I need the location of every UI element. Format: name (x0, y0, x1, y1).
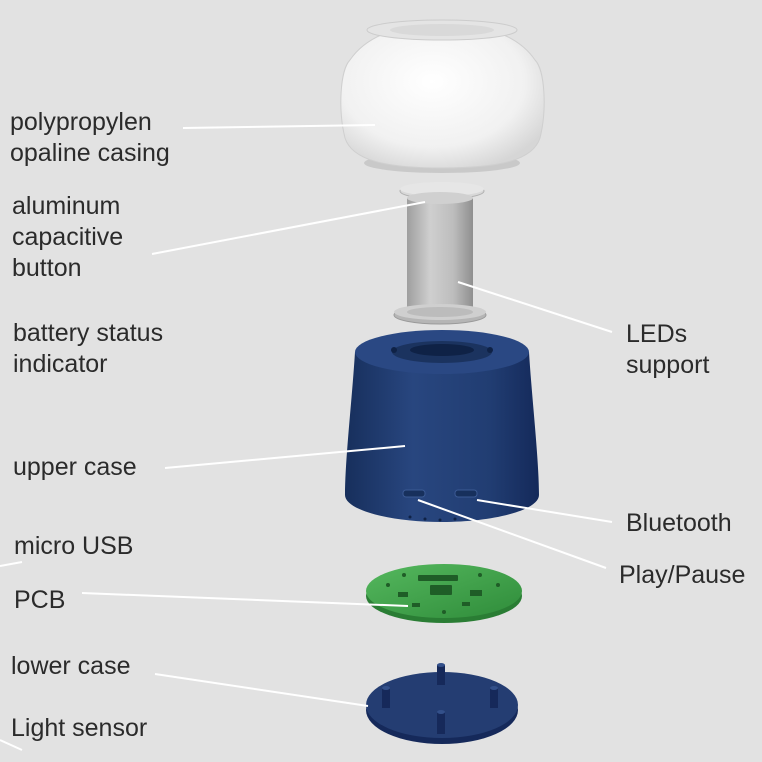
pcb-components (386, 573, 500, 614)
leader-button (151, 201, 426, 255)
leader-micro-usb (0, 561, 23, 567)
leader-play-pause (417, 499, 607, 569)
lower-case (366, 663, 518, 744)
leader-bluetooth (476, 499, 613, 523)
label-bluetooth: Bluetooth (626, 509, 732, 537)
leader-lines (0, 124, 613, 751)
pcb-board (366, 564, 522, 623)
label-micro-usb: micro USB (14, 532, 134, 560)
label-capacitive-button: aluminum capacitive button (12, 192, 124, 282)
play-pause-button (402, 489, 426, 498)
leader-leds-support (457, 281, 613, 333)
label-pcb: PCB (14, 586, 66, 614)
label-play-pause: Play/Pause (619, 561, 746, 589)
label-light-sensor: Light sensor (11, 714, 148, 742)
leader-casing (182, 124, 376, 129)
upper-case-holes (408, 515, 457, 522)
label-casing: polypropylen opaline casing (10, 108, 170, 167)
label-leds-support: LEDs support (626, 320, 710, 379)
leader-upper-case (164, 445, 406, 469)
label-battery-status: battery status indicator (13, 319, 164, 378)
leader-pcb (81, 592, 409, 607)
leader-light-sensor (0, 739, 23, 751)
leds-support (393, 192, 487, 325)
bluetooth-button (454, 489, 478, 498)
upper-case (345, 330, 539, 522)
lower-case-posts (382, 663, 498, 734)
battery-status-indicator (391, 347, 493, 353)
label-upper-case: upper case (13, 453, 137, 481)
opaline-casing (340, 19, 545, 173)
label-lower-case: lower case (11, 652, 131, 680)
leader-lower-case (154, 673, 369, 707)
